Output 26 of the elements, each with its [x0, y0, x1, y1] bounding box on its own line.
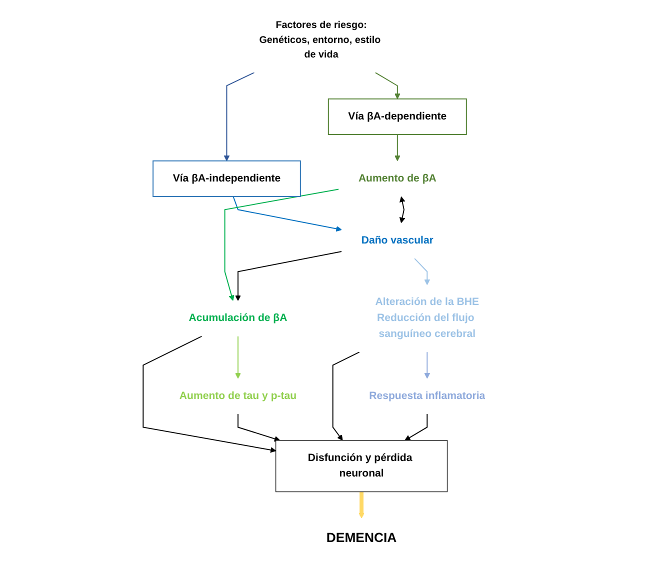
arrow: [424, 352, 430, 379]
node-text: Acumulación de βA: [188, 312, 288, 324]
node-text: Alteración de la BHE Reducción del flujo sanguíneo cerebral: [375, 296, 480, 340]
node-text: Factores de riesgo: Genéticos, entorno, estilo de vida: [259, 19, 381, 60]
arrow: [235, 336, 241, 379]
arrow: [374, 72, 400, 100]
node-text: Daño vascular: [361, 234, 434, 246]
arrow: [232, 196, 342, 232]
node-box: Vía βA-independiente: [152, 160, 301, 197]
arrow: [235, 251, 342, 301]
arrow: [238, 414, 280, 442]
node-text: Aumento de tau y p-tau: [179, 390, 297, 402]
node-text: Respuesta inflamatoria: [369, 390, 486, 402]
node-text: Aumento de βA: [358, 172, 436, 184]
arrow: [358, 492, 364, 518]
arrow: [142, 336, 276, 453]
arrow: [399, 196, 406, 224]
node-box: Disfunción y pérdida neuronal: [276, 440, 448, 492]
arrow: [414, 258, 430, 286]
arrow: [224, 72, 255, 162]
arrow: [224, 188, 340, 301]
arrow: [404, 414, 428, 441]
node-box: Vía βA-dependiente: [328, 98, 467, 135]
arrow: [332, 352, 360, 441]
arrow: [394, 134, 400, 162]
node-text: DEMENCIA: [326, 530, 397, 546]
